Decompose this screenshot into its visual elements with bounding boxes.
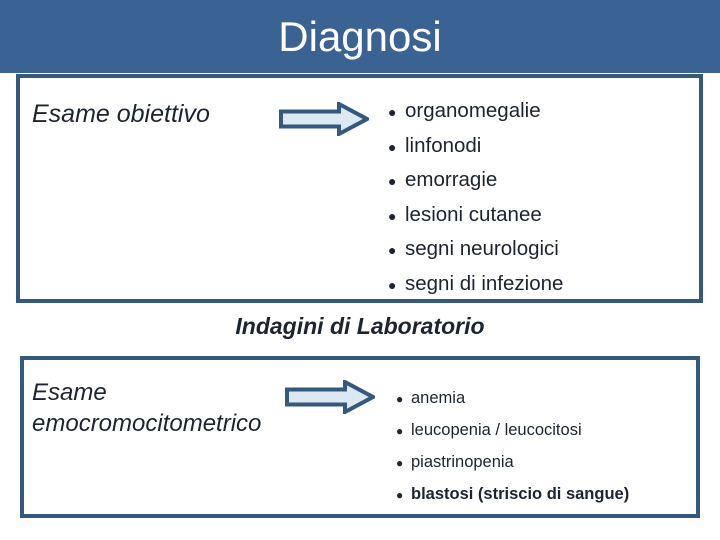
list-item: ● organomegalie (388, 94, 563, 129)
list-item: ● segni di infezione (388, 267, 563, 302)
list-item: ● emorragie (388, 163, 563, 198)
bullet-icon: ● (388, 138, 397, 155)
lab-findings-box: Esame emocromocitometrico ● anemia ● leu… (20, 356, 700, 518)
lab-label-line2: emocromocitometrico (32, 409, 262, 437)
bullet-icon: ● (388, 242, 397, 258)
list-item: ● leucopenia / leucocitosi (396, 414, 629, 446)
list-item: ● lesioni cutanee (388, 198, 563, 233)
bullet-icon: ● (388, 207, 397, 224)
bullet-icon: ● (388, 276, 397, 293)
lab-label: Esame emocromocitometrico (32, 378, 292, 439)
bullet-icon: ● (396, 488, 404, 502)
list-item: ● piastrinopenia (396, 446, 629, 478)
exam-findings-box: Esame obiettivo ● organomegalie ● linfon… (16, 74, 703, 303)
right-arrow-icon (279, 102, 369, 136)
lab-section-heading: Indagini di Laboratorio (235, 313, 485, 339)
list-item: ● linfonodi (388, 129, 563, 164)
right-arrow-icon (285, 380, 375, 414)
lab-label-line1: Esame (32, 379, 107, 406)
slide-header-band: Diagnosi (0, 0, 720, 73)
page-title: Diagnosi (278, 12, 442, 60)
list-item: ● segni neurologici (388, 232, 563, 267)
bullet-icon: ● (388, 104, 397, 120)
bullet-icon: ● (388, 173, 397, 189)
list-item: ● blastosi (striscio di sangue) (396, 478, 629, 510)
lab-findings-list: ● anemia ● leucopenia / leucocitosi ● pi… (396, 382, 629, 510)
exam-label: Esame obiettivo (32, 100, 210, 128)
bullet-icon: ● (396, 424, 404, 438)
bullet-icon: ● (396, 456, 404, 470)
list-item: ● anemia (396, 382, 629, 414)
bullet-icon: ● (396, 392, 404, 406)
exam-findings-list: ● organomegalie ● linfonodi ● emorragie … (388, 94, 563, 301)
